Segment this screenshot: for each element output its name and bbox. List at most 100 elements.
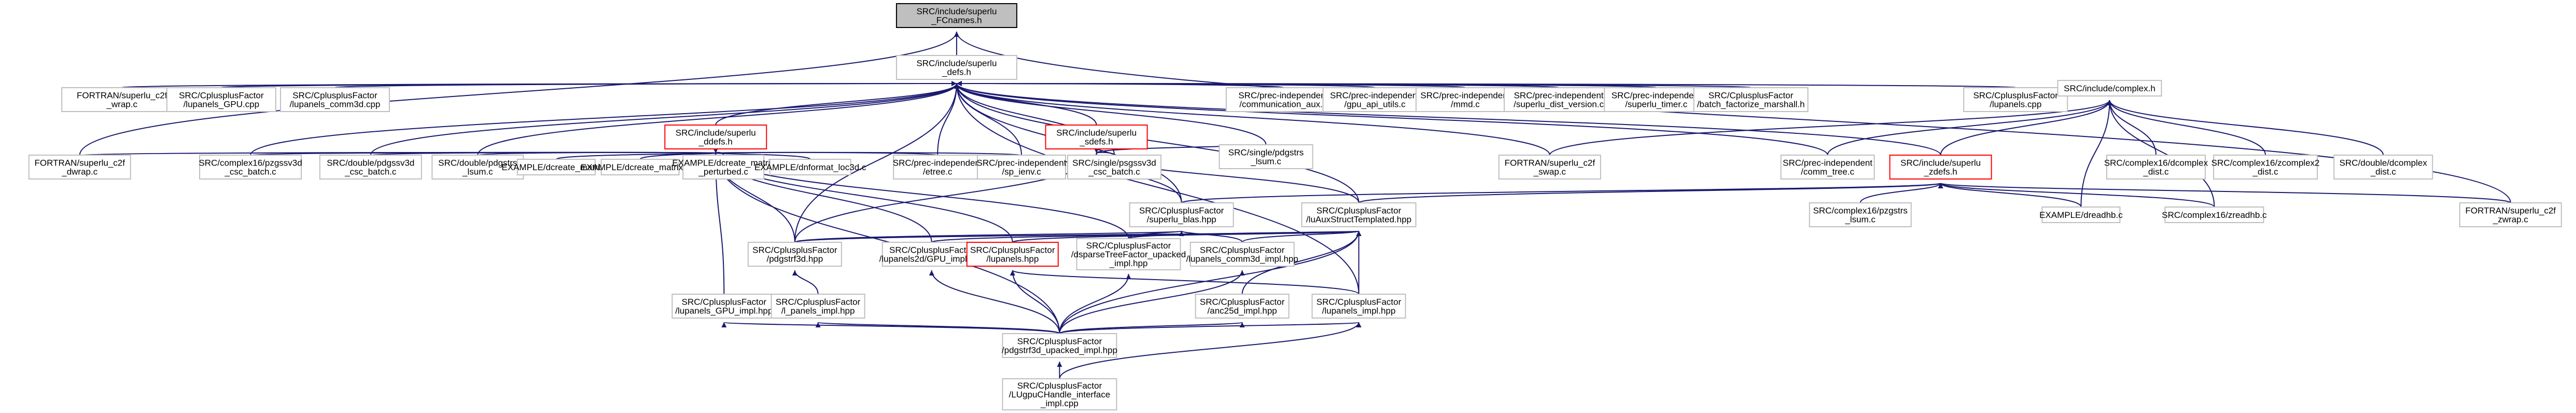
node-interface[interactable]: SRC/CplusplusFactor/LUgpuCHandle_interfa…: [1002, 378, 1117, 410]
node-dcsc_batch[interactable]: SRC/double/pdgssv3d_csc_batch.c: [319, 155, 422, 180]
node-label-line: /anc25d_impl.hpp: [1208, 306, 1277, 316]
node-l_panels[interactable]: SRC/CplusplusFactor/l_panels_impl.hpp: [771, 294, 865, 319]
node-label-line: /luAuxStructTemplated.hpp: [1306, 215, 1411, 225]
node-label-line: _csc_batch.c: [224, 167, 276, 177]
node-zcomplex2[interactable]: SRC/complex16/zcomplex2_dist.c: [2211, 155, 2320, 180]
node-lupanels_hpp[interactable]: SRC/CplusplusFactor/lupanels.hpp: [966, 242, 1059, 267]
node-label-line: SRC/double/pdgstrs: [438, 158, 517, 168]
node-label-line: SRC/include/superlu: [916, 59, 997, 68]
node-lu2d_gpu[interactable]: SRC/CplusplusFactor/lupanels2d/GPU_impl.…: [879, 242, 984, 267]
node-label-line: SRC/CplusplusFactor: [1017, 381, 1102, 391]
edge-comm3d_impl-to-blas_hpp: [1179, 230, 1243, 243]
node-gpu_utils[interactable]: SRC/prec-independent/gpu_api_utils.c: [1322, 87, 1427, 112]
node-complex_h[interactable]: SRC/include/complex.h: [2057, 80, 2162, 97]
edge-dtree-to-sdefs: [937, 83, 959, 156]
edge-zcsc_batch-to-sdefs: [250, 83, 959, 156]
node-zcomplex[interactable]: SRC/complex16/dcomplex_dist.c: [2104, 155, 2208, 180]
node-comm3d_impl[interactable]: SRC/CplusplusFactor/lupanels_comm3d_impl…: [1186, 242, 1298, 267]
node-cpp_comm3d[interactable]: SRC/CplusplusFactor/lupanels_comm3d.cpp: [279, 87, 390, 112]
node-label-line: SRC/prec-independent: [1514, 91, 1604, 101]
node-label-line: /pdgstrf3d.hpp: [767, 254, 823, 264]
node-pdgstrf[interactable]: SRC/CplusplusFactor/pdgstrf3d.hpp: [747, 242, 842, 267]
node-label-line: SRC/CplusplusFactor: [1139, 206, 1224, 216]
node-pzgstrs_lsum[interactable]: SRC/complex16/pzgstrs_lsum.c: [1809, 202, 1912, 227]
node-label-line: _swap.c: [1533, 167, 1566, 177]
node-zreadhb[interactable]: SRC/complex16/zreadhb.c: [2162, 206, 2267, 223]
edge-zdefs-to-complex_h: [1940, 100, 2112, 156]
node-label-line: _dist.c: [2370, 167, 2397, 177]
edge-comm_tree-to-complex_h: [1827, 100, 2112, 156]
node-aux_hpp[interactable]: SRC/CplusplusFactor/luAuxStructTemplated…: [1301, 202, 1417, 227]
node-comm_aux[interactable]: SRC/prec-independent/communication_aux.c: [1225, 87, 1341, 112]
node-gpu_impl[interactable]: SRC/CplusplusFactor/lupanels_GPU_impl.hp…: [671, 294, 777, 319]
node-sdefs2[interactable]: SRC/include/superlu_sdefs.h: [1045, 125, 1148, 149]
node-sp_ienv[interactable]: SRC/prec-independent/sp_ienv.c: [977, 155, 1067, 180]
node-zdefs[interactable]: SRC/include/superlu_zdefs.h: [1889, 155, 1992, 180]
node-batch_marshall[interactable]: SRC/CplusplusFactor/batch_factorize_mars…: [1693, 87, 1809, 112]
node-cpp_gpu[interactable]: SRC/CplusplusFactor/lupanels_GPU.cpp: [166, 87, 276, 112]
node-blas_hpp[interactable]: SRC/CplusplusFactor/superlu_blas.hpp: [1129, 202, 1234, 227]
edge-scsc_batch-to-sdefs2: [1094, 147, 1115, 156]
node-sdefs[interactable]: SRC/include/superlu_defs.h: [895, 55, 1017, 80]
node-dist_version[interactable]: SRC/prec-independent/superlu_dist_versio…: [1504, 87, 1614, 112]
edge-upacked-to-aux_hpp: [1059, 230, 1362, 334]
node-ddefs[interactable]: SRC/include/superlu_ddefs.h: [664, 125, 767, 149]
node-dtree[interactable]: SRC/prec-independent/etree.c: [893, 155, 983, 180]
node-pdgstrs_lsum[interactable]: SRC/double/pdgstrs_lsum.c: [431, 155, 524, 180]
node-mmd[interactable]: SRC/prec-independent/mmd.c: [1415, 87, 1515, 112]
node-lupanels_impl[interactable]: SRC/CplusplusFactor/lupanels_impl.hpp: [1311, 294, 1406, 319]
node-ex_perturbed[interactable]: EXAMPLE/dcreate_matrix_perturbed.c: [672, 155, 775, 180]
node-label-line: _perturbed.c: [698, 167, 748, 177]
edge-ex_dreadhb-to-complex_h: [2080, 100, 2112, 208]
node-label-line: FORTRAN/superlu_c2f: [1505, 158, 1595, 168]
node-label-line: FORTRAN/superlu_c2f: [77, 91, 167, 101]
node-ex_dreadhb[interactable]: EXAMPLE/dreadhb.c: [2039, 206, 2123, 223]
node-label-line: SRC/CplusplusFactor: [179, 91, 264, 101]
edge-fortran_zwrap-to-zdefs: [1938, 183, 2511, 203]
node-label-line: _csc_batch.c: [1088, 167, 1140, 177]
edge-upacked-to-gpu_impl: [722, 322, 1060, 334]
node-dcomplex[interactable]: SRC/double/dcomplex_dist.c: [2333, 155, 2433, 180]
node-label-line: /comm_tree.c: [1801, 167, 1854, 177]
node-ex_loc2d[interactable]: EXAMPLE/dnformat_loc3d.c: [754, 159, 866, 175]
node-root[interactable]: SRC/include/superlu_FCnames.h: [895, 3, 1017, 28]
node-label-line: SRC/include/superlu: [676, 128, 756, 138]
node-f_c2f_wrap[interactable]: FORTRAN/superlu_c2f_wrap.c: [61, 87, 183, 112]
node-f_c2f_swap[interactable]: FORTRAN/superlu_c2f_swap.c: [1498, 155, 1601, 180]
node-zcsc_batch[interactable]: SRC/complex16/pzgssv3d_csc_batch.c: [199, 155, 302, 180]
node-label-line: SRC/CplusplusFactor: [776, 297, 861, 307]
node-upacked[interactable]: SRC/CplusplusFactor/pdgstrf3d_upacked_im…: [1002, 333, 1117, 358]
node-label-line: _lsum.c: [462, 167, 493, 177]
node-label-line: /lupanels_comm3d.cpp: [290, 100, 381, 109]
node-ex_matrix[interactable]: EXAMPLE/dcreate_matrix.c: [501, 159, 611, 175]
node-label-line: _defs.h: [942, 67, 971, 77]
node-timer[interactable]: SRC/prec-independent/superlu_timer.c: [1604, 87, 1709, 112]
node-label-line: SRC/double/pdgssv3d: [327, 158, 414, 168]
node-comm_tree[interactable]: SRC/prec-independent/comm_tree.c: [1780, 155, 1875, 180]
node-label-line: SRC/include/superlu: [916, 7, 997, 17]
edge-dcomplex-to-complex_h: [2107, 100, 2384, 156]
edge-interface-to-lupanels_impl: [1059, 322, 1362, 379]
node-sparse_tree[interactable]: SRC/CplusplusFactor/dsparseTreeFactor_up…: [1071, 238, 1186, 270]
node-lu2d_impl[interactable]: SRC/CplusplusFactor/anc25d_impl.hpp: [1195, 294, 1290, 319]
node-label-line: /superlu_timer.c: [1625, 100, 1687, 109]
node-label-line: /superlu_blas.hpp: [1147, 215, 1216, 225]
node-lupanels_cpp[interactable]: SRC/CplusplusFactor/lupanels.cpp: [1963, 87, 2068, 112]
node-label-line: SRC/single/psgssv3d: [1072, 158, 1156, 168]
node-label-line: /superlu_dist_version.c: [1514, 100, 1604, 109]
node-label-line: /lupanels.cpp: [1990, 100, 2041, 109]
node-label-line: SRC/prec-independent: [1420, 91, 1510, 101]
node-label-line: SRC/include/superlu: [1900, 158, 1981, 168]
node-label-line: EXAMPLE/dcreate_matrix: [672, 158, 775, 168]
node-scsc_batch[interactable]: SRC/single/psgssv3d_csc_batch.c: [1067, 155, 1161, 180]
node-label-line: SRC/complex16/zreadhb.c: [2162, 210, 2267, 220]
node-f_c2f_dwrap[interactable]: FORTRAN/superlu_c2f_dwrap.c: [28, 155, 131, 180]
edge-sparse_tree-to-aux_hpp: [1128, 230, 1361, 239]
node-fortran_zwrap[interactable]: FORTRAN/superlu_c2f_zwrap.c: [2459, 202, 2562, 227]
node-ex_matrix3d[interactable]: EXAMPLE/dcreate_matrix3d.c: [581, 159, 700, 175]
node-psgstrs_lsum[interactable]: SRC/single/pdgstrs_lsum.c: [1219, 144, 1313, 169]
node-label-line: /LUgpuCHandle_interface: [1009, 390, 1111, 400]
node-label-line: SRC/CplusplusFactor: [1200, 297, 1285, 307]
edge-pdgstrs_lsum-to-ddefs: [477, 147, 717, 156]
